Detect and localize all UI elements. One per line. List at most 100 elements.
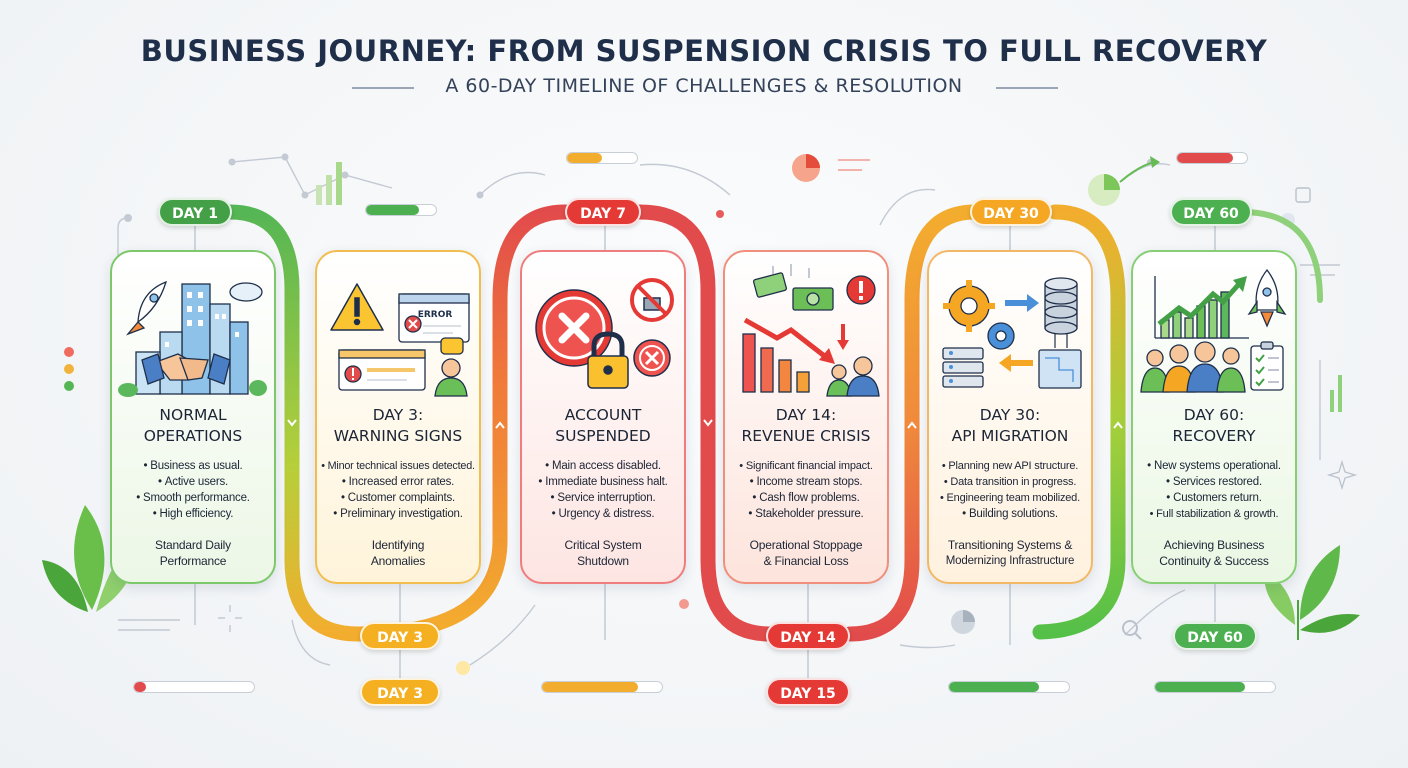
bullet-item: Engineering team mobilized. <box>929 490 1091 506</box>
bullet-item: Customers return. <box>1133 490 1295 506</box>
progress-bar-fill <box>1155 682 1245 692</box>
stage-title-line: SUSPENDED <box>555 427 651 445</box>
bullet-item: Business as usual. <box>112 458 274 474</box>
stage-footer-line: Shutdown <box>577 554 629 568</box>
stage-title-line: DAY 60: <box>1183 406 1245 424</box>
stage-title-line: RECOVERY <box>1172 427 1256 445</box>
progress-bar <box>1154 681 1276 693</box>
padlock-icon <box>587 331 629 389</box>
page-title: BUSINESS JOURNEY: FROM SUSPENSION CRISIS… <box>140 34 1268 68</box>
stage-title-line: OPERATIONS <box>143 427 243 445</box>
worried-user-icon <box>434 337 468 397</box>
stressed-people-icon <box>826 356 880 397</box>
warning-icon <box>330 283 384 331</box>
alert-window-icon <box>338 349 426 391</box>
stage-title: DAY 14: REVENUE CRISIS <box>725 405 887 447</box>
stage-bullets: Business as usual. Active users. Smooth … <box>112 458 274 522</box>
stage-footer: Standard Daily Performance <box>112 537 274 569</box>
stage-title-line: DAY 14: <box>775 406 837 424</box>
bullet-item: Urgency & distress. <box>522 506 684 522</box>
stage-title-line: DAY 3: <box>372 406 424 424</box>
progress-bar-fill <box>949 682 1039 692</box>
stage-title: NORMAL OPERATIONS <box>112 405 274 447</box>
database-icon <box>1044 277 1078 335</box>
day-badge-day-3: DAY 3 <box>360 622 440 650</box>
progress-bar <box>1176 152 1248 164</box>
deco-pie-gray-icon <box>951 610 975 634</box>
stage-footer-line: & Financial Loss <box>763 554 849 568</box>
progress-bar-fill <box>542 682 638 692</box>
stage-footer-line: Standard Daily <box>155 538 231 552</box>
bullet-item: Stakeholder pressure. <box>725 506 887 522</box>
stage-footer: Achieving Business Continuity & Success <box>1133 537 1295 569</box>
bullet-item: Minor technical issues detected. <box>317 458 479 474</box>
stage-footer: Operational Stoppage & Financial Loss <box>725 537 887 569</box>
growth-chart-icon <box>1154 276 1249 339</box>
stage-bullets: Planning new API structure. Data transit… <box>929 458 1091 522</box>
bullet-item: Full stabilization & growth. <box>1133 506 1295 522</box>
blueprint-icon <box>1038 349 1082 389</box>
stage-title: DAY 60: RECOVERY <box>1133 405 1295 447</box>
stage-footer-line: Identifying <box>371 538 425 552</box>
stage-card-recovery: DAY 60: RECOVERY New systems operational… <box>1131 250 1297 584</box>
cloud-icon <box>229 282 263 302</box>
progress-bar-fill <box>134 682 146 692</box>
stage-card-normal-operations: NORMAL OPERATIONS Business as usual. Act… <box>110 250 276 584</box>
declining-bar-chart-icon <box>742 333 810 393</box>
stage-footer-line: Performance <box>159 554 227 568</box>
day-badge-day-60-top: DAY 60 <box>1170 198 1252 226</box>
revenue-crisis-illustration <box>742 264 880 397</box>
bullet-item: Increased error rates. <box>317 474 479 490</box>
subtitle-divider-right <box>996 87 1058 89</box>
stage-title-line: DAY 30: <box>979 406 1041 424</box>
stage-title-line: WARNING SIGNS <box>333 427 463 445</box>
api-migration-illustration <box>942 277 1082 389</box>
stage-bullets: New systems operational. Services restor… <box>1133 458 1295 522</box>
page-subtitle: A 60-DAY TIMELINE OF CHALLENGES & RESOLU… <box>445 75 963 97</box>
bullet-item: Service interruption. <box>522 490 684 506</box>
bullet-item: Planning new API structure. <box>929 458 1091 474</box>
stage-card-revenue-crisis: DAY 14: REVENUE CRISIS Significant finan… <box>723 250 889 584</box>
blocked-lock-icon <box>630 278 674 322</box>
error-window-label: ERROR <box>418 310 453 320</box>
stage-card-warning-signs: ERROR DAY 3: WARNING SIGNS Minor technic… <box>315 250 481 584</box>
bullet-item: Main access disabled. <box>522 458 684 474</box>
server-rack-icon <box>942 347 984 388</box>
stage-title-line: ACCOUNT <box>564 406 642 424</box>
stage-footer-line: Achieving Business <box>1163 538 1265 552</box>
bullet-item: Cash flow problems. <box>725 490 887 506</box>
account-suspended-illustration <box>535 278 674 389</box>
deco-red-pie-icon <box>792 154 820 182</box>
progress-bar-fill <box>567 153 602 163</box>
gears-icon <box>948 285 1015 350</box>
deco-bar-chart-icon <box>316 162 342 205</box>
progress-bar <box>566 152 638 164</box>
stage-title-line: NORMAL <box>159 406 227 424</box>
handshake-icon <box>141 353 231 385</box>
stage-footer-line: Anomalies <box>370 554 426 568</box>
day-badge-day-60: DAY 60 <box>1173 622 1257 650</box>
falling-money-icon <box>752 272 834 311</box>
subtitle-divider-left <box>352 87 414 89</box>
transfer-arrows-icon <box>999 294 1039 372</box>
bullet-item: New systems operational. <box>1133 458 1295 474</box>
day-badge-day-30: DAY 30 <box>970 198 1052 226</box>
day-badge-day-15: DAY 15 <box>766 678 850 706</box>
day-badge-day-3-lower: DAY 3 <box>360 678 440 706</box>
progress-bar <box>948 681 1070 693</box>
deco-sparkle-icon <box>1326 459 1358 491</box>
rocket-icon <box>1247 268 1287 328</box>
stage-footer-line: Transitioning Systems & <box>947 538 1073 552</box>
stage-footer-line: Modernizing Infrastructure <box>945 555 1075 567</box>
stage-card-api-migration: DAY 30: API MIGRATION Planning new API s… <box>927 250 1093 584</box>
day-badge-day-7: DAY 7 <box>565 198 641 226</box>
stage-title: DAY 30: API MIGRATION <box>929 405 1091 447</box>
bullet-item: Customer complaints. <box>317 490 479 506</box>
progress-bar <box>365 204 437 216</box>
bullet-item: Data transition in progress. <box>929 474 1091 490</box>
stage-footer-line: Continuity & Success <box>1159 554 1269 568</box>
deco-magnifier-icon <box>1122 620 1142 640</box>
progress-bar <box>133 681 255 693</box>
progress-bar-fill <box>366 205 419 215</box>
